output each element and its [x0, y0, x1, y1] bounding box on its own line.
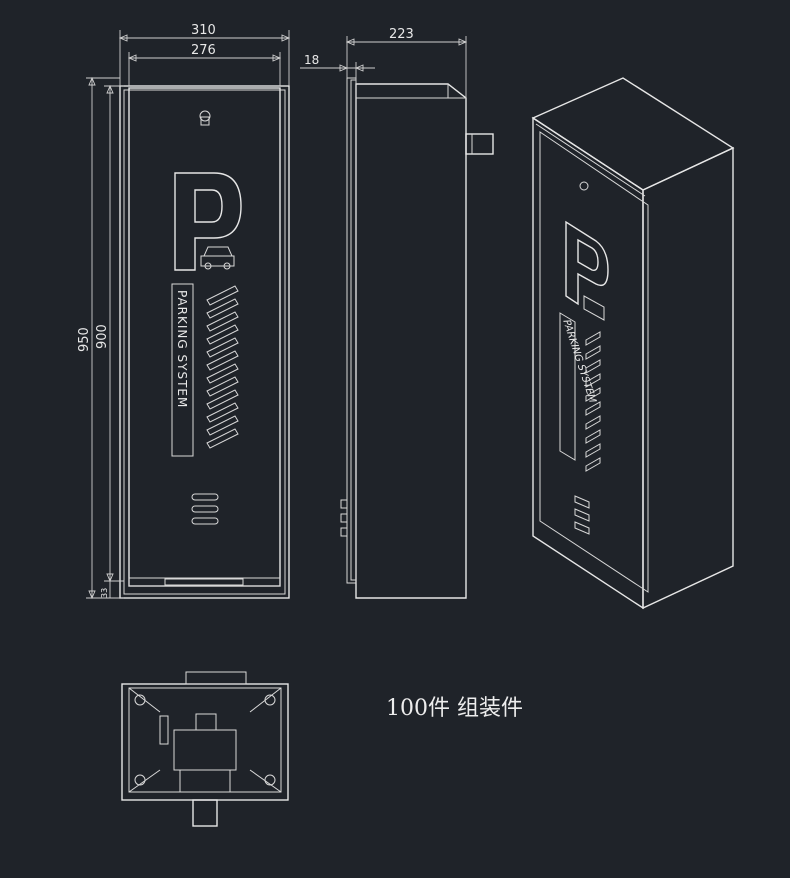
- iso-front: [532, 116, 644, 610]
- iso-vents: [574, 495, 590, 535]
- parking-p-logo: [174, 172, 242, 271]
- iso-door: [539, 131, 649, 593]
- front-dimensions: [86, 30, 291, 600]
- side-dimensions: [300, 36, 468, 98]
- panel-text-box: [171, 283, 194, 457]
- front-base-handle: [164, 578, 244, 586]
- bottom-vents: [191, 493, 219, 525]
- caption-text: 100件 组装件: [386, 696, 523, 721]
- dim-total-height: 950: [77, 327, 92, 352]
- car-icon: [200, 246, 235, 270]
- dim-body-height: 900: [95, 324, 110, 349]
- front-door-panel: [128, 87, 281, 587]
- iso-p-logo: [565, 220, 609, 306]
- dim-inner-width: 276: [191, 43, 216, 58]
- iso-text-box: [559, 312, 576, 461]
- iso-panel-text: PARKING SYSTEM: [560, 319, 598, 402]
- lock-icon: [199, 110, 211, 126]
- iso-car-icon: [583, 295, 605, 321]
- front-flange: [123, 89, 286, 595]
- top-section-view: [121, 671, 289, 827]
- panel-text: PARKING SYSTEM: [175, 290, 189, 408]
- section-shaft: [192, 799, 218, 827]
- ventilation-slats: [206, 285, 239, 449]
- iso-slats: [585, 331, 601, 472]
- iso-lock-icon: [579, 181, 589, 191]
- side-shaft: [465, 133, 494, 155]
- isometric-view: PARKING SYSTEM: [531, 77, 735, 610]
- front-base-strip: [128, 577, 281, 587]
- dim-depth: 223: [389, 27, 414, 42]
- iso-right-side: [642, 146, 734, 610]
- dim-base-height: 33: [100, 588, 109, 598]
- motor-block: [173, 729, 237, 771]
- side-view: [340, 77, 494, 599]
- iso-top: [531, 77, 735, 191]
- side-housing: [355, 83, 467, 599]
- dim-outer-width: 310: [191, 23, 216, 38]
- dim-offset: 18: [304, 53, 319, 67]
- front-view: PARKING SYSTEM: [119, 85, 290, 599]
- section-front-strip: [185, 671, 247, 685]
- front-outer-frame: [119, 85, 290, 599]
